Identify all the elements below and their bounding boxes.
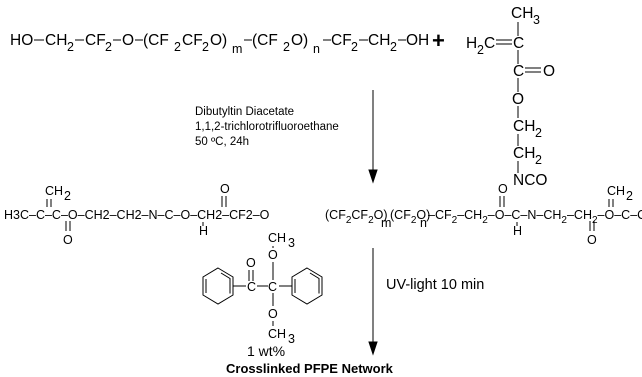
step1-arrow — [368, 90, 378, 184]
dmpa-ch3-bottom-sub: 3 — [288, 332, 295, 346]
macro-ch2-left: CH — [45, 184, 63, 198]
pfpe-diol: HO CH 2 CF 2 O (CF 2 CF 2 O) m (CF 2 O) … — [10, 32, 429, 56]
iem-c-alpha: C — [513, 35, 524, 52]
condition-catalyst: Dibutyltin Diacetate — [195, 106, 294, 118]
diol-cf-right: CF — [331, 32, 352, 49]
dmpa-carbonyl-o: O — [246, 256, 256, 270]
macro-repeat-n: (CF2O) — [390, 208, 430, 226]
diol-sub2-f: 2 — [351, 40, 358, 54]
diol-o-left: O — [122, 32, 134, 49]
dmpa-o-bottom: O — [268, 307, 278, 321]
phenyl-ring-right — [291, 267, 323, 305]
macro-repeat-n-sub2: 2 — [411, 215, 417, 226]
dmpa-ch3-top-sub: 3 — [288, 236, 295, 250]
diol-ch-left: CH — [45, 32, 67, 49]
phenyl-right-inner-bond-b — [309, 272, 320, 294]
step2-arrow — [368, 248, 378, 356]
step1-conditions: Dibutyltin Diacetate 1,1,2-trichlorotrif… — [195, 106, 339, 148]
iem-o-ester: O — [512, 91, 524, 108]
macro-index-m: m — [381, 216, 391, 230]
diol-ho: HO — [10, 32, 33, 49]
diol-index-n: n — [313, 42, 320, 56]
iem-nco: NCO — [513, 172, 547, 189]
iem-ch3-sub: 3 — [533, 13, 540, 27]
diol-repeat-n-o: O) — [291, 32, 308, 49]
macro-main-right: –CF2–CH2–O–C–N–CH2–CH2–O–C–C–CH3 — [428, 208, 642, 226]
iem-h2c-sub: 2 — [477, 43, 484, 57]
macro-ch2-right: CH — [607, 184, 625, 198]
macro-index-n: n — [420, 216, 427, 230]
iem-ch2-b: CH — [513, 145, 535, 162]
diol-ch-right: CH — [368, 32, 390, 49]
macro-main-left: H3C–C–C–O–CH2–CH2–N–C–O–CH2–CF2–O — [4, 208, 270, 222]
dmpa-ch3-top: CH — [268, 231, 286, 245]
macro-ch2-right-sub: 2 — [626, 189, 633, 203]
diol-repeat-m-o: O) — [210, 32, 227, 49]
macro-right-sub2a: 2 — [452, 215, 458, 226]
dmpa-ch3-bottom: CH — [268, 327, 286, 341]
macro-repeat-m: (CF2CF2O) — [325, 208, 388, 226]
product-label: Crosslinked PFPE Network — [226, 361, 394, 376]
dmpa-quaternary-c: C — [268, 280, 277, 294]
plus-sign: + — [432, 28, 445, 53]
macro-repeat-m-sub2b: 2 — [368, 215, 374, 226]
macro-right-sub2b: 2 — [482, 215, 488, 226]
diol-sub2-d: 2 — [202, 40, 209, 54]
iem-c-carbonyl: C — [513, 63, 524, 80]
macro-o-left-ester: O — [63, 233, 73, 247]
phenyl-left-inner-bond — [220, 272, 231, 294]
condition-temp-time: 50 ºC, 24h — [195, 136, 249, 148]
diol-index-m: m — [232, 42, 242, 56]
dmpa-carbonyl-c: C — [247, 280, 256, 294]
macro-right-sub2c: 2 — [561, 215, 567, 226]
iem-ch2-a: CH — [513, 118, 535, 135]
iem-o-carbonyl: O — [543, 63, 555, 80]
macro-o-left-urethane: O — [220, 182, 230, 196]
diol-repeat-n: (CF — [252, 32, 278, 49]
iem-h2c-c: C — [484, 35, 495, 52]
iem-ch2-a-sub: 2 — [535, 126, 542, 140]
isocyanatoethyl-methacrylate: CH 3 H 2 C C C O O CH 2 CH 2 NCO — [466, 5, 555, 189]
iem-h2c-h: H — [466, 35, 477, 52]
diol-sub2-a: 2 — [67, 40, 74, 54]
diol-sub2-b: 2 — [105, 40, 112, 54]
diol-sub2-g: 2 — [390, 40, 397, 54]
dmpa-photoinitiator: C O C O CH 3 O CH 3 1 wt% — [202, 231, 323, 359]
macro-o-right-urethane: O — [498, 182, 508, 196]
pfpe-dimethacrylate: CH 2 H3C–C–C–O–CH2–CH2–N–C–O–CH2–CF2–O O… — [4, 182, 642, 247]
macro-right-sub2d: 2 — [592, 215, 598, 226]
iem-ch3-label: CH — [511, 5, 533, 22]
diol-repeat-m: (CF — [143, 32, 169, 49]
condition-solvent: 1,1,2-trichlorotrifluoroethane — [195, 121, 339, 133]
macro-ch2-left-sub: 2 — [64, 189, 71, 203]
macro-h-right: H — [513, 224, 522, 238]
uv-condition: UV-light 10 min — [386, 277, 484, 293]
dmpa-o-top: O — [268, 248, 278, 262]
phenyl-ring-left — [202, 267, 234, 305]
diol-sub2-e: 2 — [283, 40, 290, 54]
diol-repeat-m-cf: CF — [182, 32, 203, 49]
diol-cf-left: CF — [85, 32, 106, 49]
dmpa-amount: 1 wt% — [247, 343, 285, 359]
macro-repeat-m-sub2a: 2 — [346, 215, 352, 226]
diol-oh: OH — [406, 32, 429, 49]
diol-sub2-c: 2 — [174, 40, 181, 54]
macro-o-right-ester: O — [587, 233, 597, 247]
iem-ch2-b-sub: 2 — [535, 153, 542, 167]
macro-h-left: H — [199, 224, 208, 238]
